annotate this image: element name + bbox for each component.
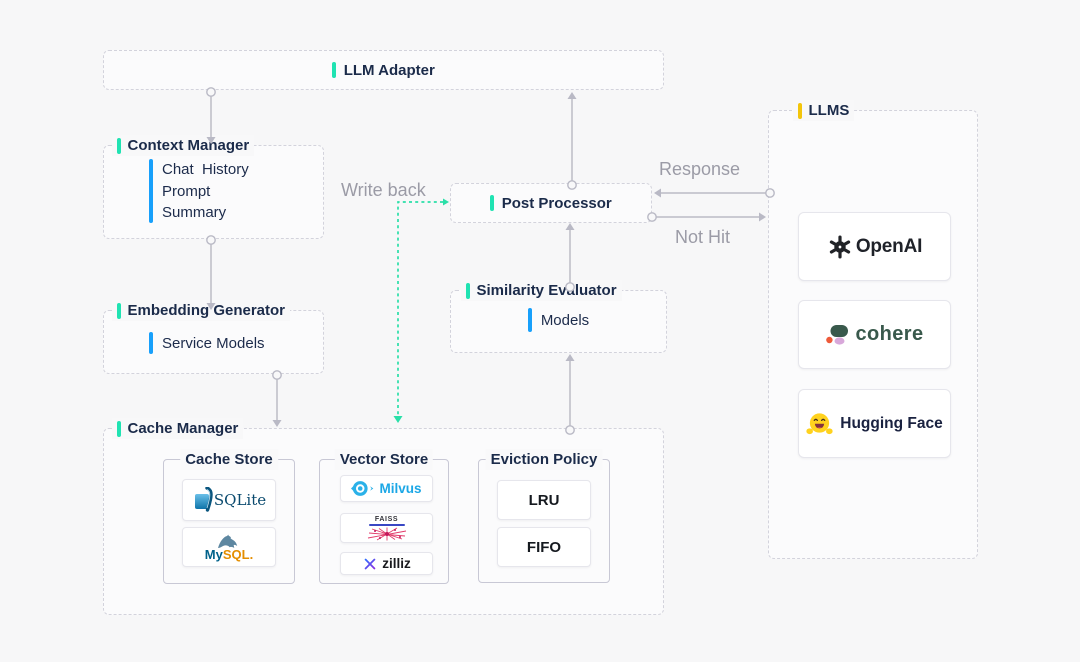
teal-accent-bar bbox=[117, 420, 121, 437]
fifo-card: FIFO bbox=[497, 527, 591, 567]
milvus-card: Milvus bbox=[340, 475, 433, 502]
cache-manager-box: Cache Manager Cache Store SQLite bbox=[103, 418, 664, 615]
llms-label: LLMS bbox=[808, 102, 850, 119]
similarity-evaluator-box: Similarity Evaluator Models bbox=[450, 280, 667, 353]
cache-manager-label: Cache Manager bbox=[127, 420, 239, 437]
service-models-label: Service Models bbox=[162, 334, 265, 352]
openai-card: OpenAI bbox=[798, 212, 951, 281]
cache-manager-title: Cache Manager bbox=[112, 418, 244, 439]
similarity-evaluator-subtitle: Models bbox=[451, 308, 666, 332]
similarity-evaluator-title: Similarity Evaluator bbox=[461, 280, 622, 301]
teal-accent-bar bbox=[117, 302, 121, 319]
context-item-summary: Summary bbox=[162, 204, 227, 221]
blue-accent-bar bbox=[149, 332, 153, 354]
mysql-label-my: My bbox=[204, 546, 223, 562]
context-manager-label: Context Manager bbox=[127, 137, 250, 154]
embedding-generator-box: Embedding Generator Service Models bbox=[103, 300, 324, 374]
openai-label: OpenAI bbox=[855, 235, 923, 257]
llms-box: LLMS OpenAI cohe bbox=[768, 100, 978, 559]
huggingface-card: Hugging Face bbox=[798, 389, 951, 458]
not-hit-label: Not Hit bbox=[675, 227, 731, 247]
milvus-icon bbox=[351, 481, 374, 496]
mysql-label-dot: . bbox=[249, 546, 254, 562]
eviction-policy-title: Eviction Policy bbox=[485, 449, 603, 470]
context-manager-items: Chat History Prompt Summary bbox=[149, 159, 249, 224]
faiss-label: FAISS bbox=[374, 515, 399, 523]
llm-adapter-box: LLM Adapter bbox=[103, 50, 664, 90]
post-processor-box: Post Processor bbox=[450, 183, 652, 223]
eviction-policy-box: Eviction Policy LRU FIFO bbox=[478, 449, 610, 583]
teal-accent-bar bbox=[332, 62, 336, 78]
response-label: Response bbox=[659, 159, 741, 179]
post-processor-label: Post Processor bbox=[501, 194, 612, 212]
cache-store-box: Cache Store SQLite bbox=[163, 449, 295, 584]
zilliz-star-icon bbox=[363, 555, 378, 572]
embedding-generator-title: Embedding Generator bbox=[112, 300, 291, 321]
context-manager-box: Context Manager Chat History Prompt Summ… bbox=[103, 135, 324, 239]
post-processor-title: Post Processor bbox=[451, 184, 651, 222]
blue-accent-bar bbox=[149, 159, 153, 223]
write-back-label: Write back bbox=[341, 180, 426, 200]
sqlite-label: SQLite bbox=[213, 491, 267, 509]
teal-accent-bar bbox=[490, 195, 494, 211]
context-manager-title: Context Manager bbox=[112, 135, 255, 156]
context-item-prompt: Prompt bbox=[162, 182, 211, 200]
faiss-subtitle-line bbox=[368, 523, 405, 526]
faiss-card: FAISS bbox=[340, 513, 433, 543]
mysql-dolphin-icon bbox=[217, 534, 238, 548]
milvus-label: Milvus bbox=[379, 481, 422, 496]
models-label: Models bbox=[540, 311, 590, 329]
llm-adapter-title: LLM Adapter bbox=[104, 51, 663, 89]
sqlite-card: SQLite bbox=[182, 479, 276, 521]
faiss-starburst-icon bbox=[367, 527, 406, 540]
zilliz-label: zilliz bbox=[382, 556, 411, 571]
embedding-generator-subtitle: Service Models bbox=[149, 332, 265, 354]
teal-accent-bar bbox=[466, 282, 470, 299]
hugging-face-icon bbox=[806, 412, 833, 434]
vector-store-title: Vector Store bbox=[334, 449, 434, 470]
lru-card: LRU bbox=[497, 480, 591, 520]
openai-icon bbox=[829, 235, 850, 258]
write-back-arrow bbox=[393, 198, 449, 423]
context-item-chat-history: Chat History bbox=[162, 161, 249, 178]
cohere-label: cohere bbox=[855, 323, 924, 345]
mysql-card: MySQL. bbox=[182, 527, 276, 567]
zilliz-card: zilliz bbox=[340, 552, 433, 575]
embedding-generator-label: Embedding Generator bbox=[127, 302, 286, 319]
mysql-label-sql: SQL bbox=[222, 546, 250, 562]
hugging-face-label: Hugging Face bbox=[840, 414, 943, 432]
llm-adapter-label: LLM Adapter bbox=[343, 61, 435, 79]
cohere-card: cohere bbox=[798, 300, 951, 369]
llms-title: LLMS bbox=[793, 100, 855, 121]
yellow-accent-bar bbox=[798, 102, 802, 119]
blue-accent-bar bbox=[527, 308, 532, 332]
lru-label: LRU bbox=[528, 491, 560, 509]
cache-store-title: Cache Store bbox=[180, 449, 278, 470]
cohere-icon bbox=[825, 324, 848, 345]
similarity-evaluator-label: Similarity Evaluator bbox=[476, 282, 617, 299]
teal-accent-bar bbox=[117, 137, 121, 154]
fifo-label: FIFO bbox=[526, 538, 562, 556]
sqlite-icon bbox=[194, 487, 213, 512]
vector-store-box: Vector Store Milvus FAISS bbox=[319, 449, 449, 584]
